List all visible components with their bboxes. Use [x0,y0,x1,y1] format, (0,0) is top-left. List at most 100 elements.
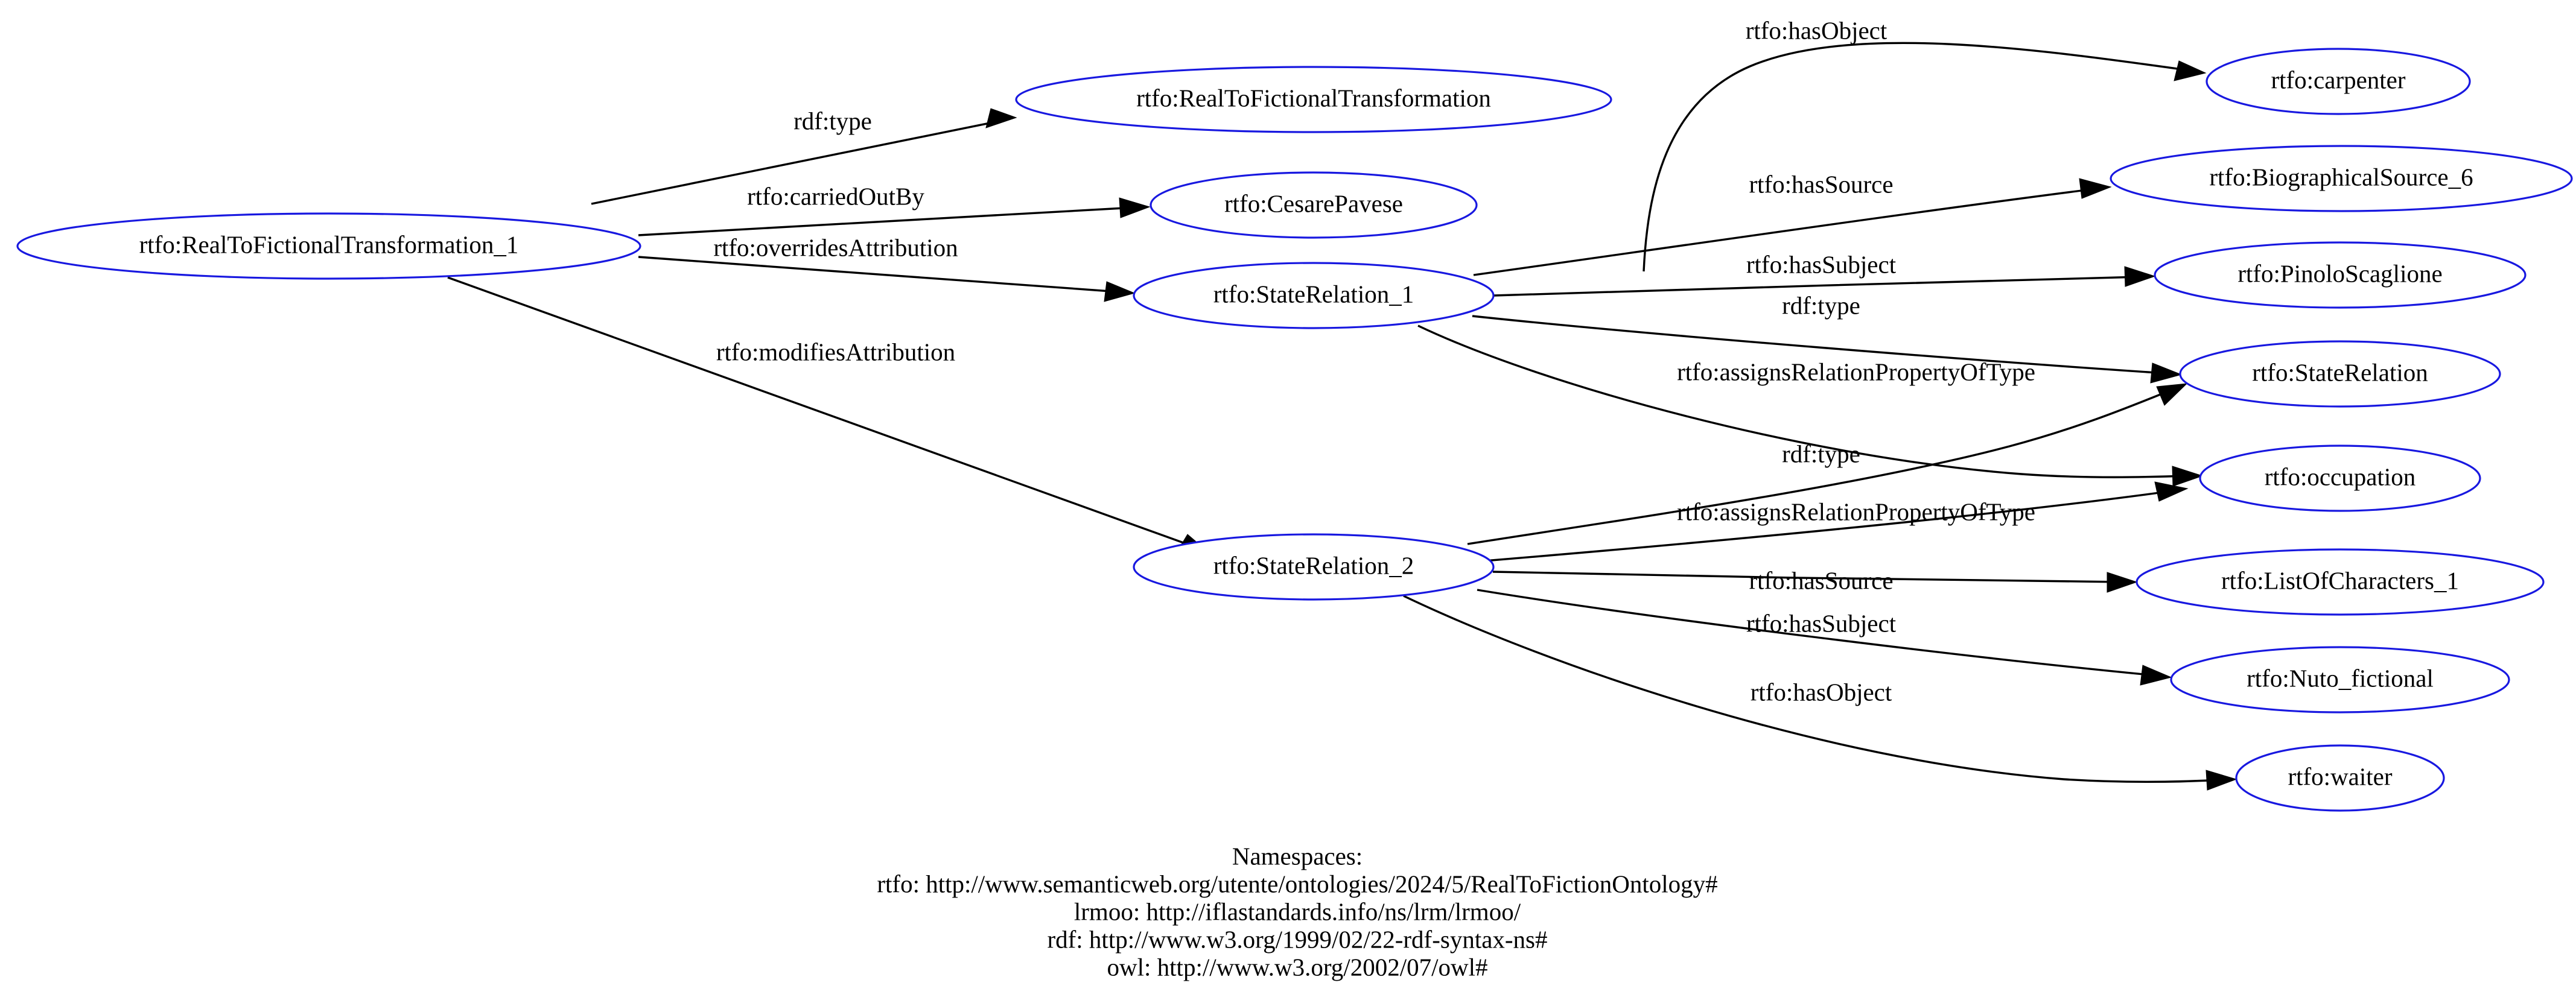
node-ellipse [2110,145,2573,212]
node-label: rtfo:BiographicalSource_6 [2209,163,2473,191]
edge-label-rdf-type-state-relation-1: rdf:type [1782,291,1860,319]
edge-label-has-source-biographical: rtfo:hasSource [1749,170,1893,198]
node-real-to-fictional-transformation[interactable]: rtfo:RealToFictionalTransformation [1015,66,1612,133]
node-waiter[interactable]: rtfo:waiter [2235,744,2445,812]
edge-rdf-type-transformation[interactable] [591,108,1017,205]
node-real-to-fictional-transformation-1[interactable]: rtfo:RealToFictionalTransformation_1 [16,212,641,280]
arrowhead-icon [2172,466,2204,487]
node-carpenter[interactable]: rtfo:carpenter [2206,48,2471,115]
edge-path [1484,490,2173,562]
node-label: rtfo:RealToFictionalTransformation [1136,84,1491,112]
edge-assigns-relation-property-2[interactable] [1484,481,2189,562]
edge-label-has-subject-nuto: rtfo:hasSubject [1746,609,1897,637]
node-label: rtfo:StateRelation_2 [1213,551,1414,579]
node-cesare-pavese[interactable]: rtfo:CesarePavese [1150,171,1478,239]
edge-path [1403,595,2222,783]
edge-has-source-biographical[interactable] [1473,178,2112,276]
edge-overrides-attribution[interactable] [638,256,1136,302]
edge-path [638,206,1135,236]
edge-rdf-type-state-relation-2[interactable] [1467,383,2188,545]
node-label: rtfo:carpenter [2271,66,2405,93]
edge-label-assigns-relation-property-1: rtfo:assignsRelationPropertyOfType [1677,358,2035,385]
edge-has-subject-nuto[interactable] [1477,589,2172,686]
namespace-line-rdf: rdf: http://www.w3.org/1999/02/22-rdf-sy… [1047,925,1547,953]
edge-path [1473,188,2096,276]
node-ellipse [1015,66,1612,133]
node-nuto-fictional[interactable]: rtfo:Nuto_fictional [2170,646,2510,713]
edge-path [591,119,1002,205]
node-pinolo-scaglione[interactable]: rtfo:PinoloScaglione [2154,241,2527,309]
node-ellipse [2179,340,2501,408]
namespaces-footer: Namespaces: rtfo: http://www.semanticweb… [877,842,1717,981]
edge-label-has-object-waiter: rtfo:hasObject [1751,678,1892,706]
node-layer: rtfo:RealToFictionalTransformation_1 rtf… [16,48,2573,812]
arrowhead-icon [2150,362,2183,384]
edge-label-layer: rdf:type rtfo:carriedOutBy rtfo:override… [713,16,2035,706]
node-occupation[interactable]: rtfo:occupation [2199,445,2481,512]
arrowhead-icon [2174,60,2207,81]
edge-path [1492,571,2122,583]
node-label: rtfo:RealToFictionalTransformation_1 [139,230,519,258]
node-biographical-source-6[interactable]: rtfo:BiographicalSource_6 [2110,145,2573,212]
edge-path [1472,315,2167,375]
node-ellipse [1133,262,1495,329]
node-ellipse [2206,48,2471,115]
node-state-relation-class[interactable]: rtfo:StateRelation [2179,340,2501,408]
edge-path [1417,324,2188,478]
arrowhead-icon [2156,383,2188,406]
node-state-relation-1[interactable]: rtfo:StateRelation_1 [1133,262,1495,329]
node-ellipse [1150,171,1478,239]
node-label: rtfo:waiter [2288,762,2392,790]
edge-path [447,276,1194,548]
edge-label-has-object-carpenter: rtfo:hasObject [1746,16,1887,44]
edge-path [1467,388,2173,545]
edge-has-source-list-of-characters[interactable] [1492,571,2138,593]
node-ellipse [2154,241,2527,309]
edge-label-carried-out-by: rtfo:carriedOutBy [747,182,924,210]
edge-rdf-type-state-relation-1[interactable] [1472,315,2183,384]
edge-label-has-source-list-of-characters: rtfo:hasSource [1749,566,1893,594]
node-label: rtfo:PinoloScaglione [2237,259,2442,287]
node-list-of-characters-1[interactable]: rtfo:ListOfCharacters_1 [2136,548,2545,616]
edge-path [1493,276,2140,297]
node-ellipse [2199,445,2481,512]
arrowhead-icon [2079,178,2112,199]
node-label: rtfo:StateRelation_1 [1213,280,1414,308]
edge-label-overrides-attribution: rtfo:overridesAttribution [713,233,958,261]
namespace-line-lrmoo: lrmoo: http://iflastandards.info/ns/lrm/… [1074,897,1521,925]
edge-has-object-carpenter[interactable] [1643,42,2207,272]
edge-label-rdf-type-transformation: rdf:type [793,107,872,134]
edge-carried-out-by[interactable] [638,197,1151,236]
edge-assigns-relation-property-1[interactable] [1417,324,2204,487]
node-ellipse [2136,548,2545,616]
node-ellipse [16,212,641,280]
arrowhead-icon [1119,197,1151,218]
arrowhead-icon [2140,665,2172,686]
node-label: rtfo:StateRelation [2252,358,2428,386]
node-ellipse [2235,744,2445,812]
edge-label-assigns-relation-property-2: rtfo:assignsRelationPropertyOfType [1677,498,2035,525]
arrowhead-icon [2154,481,2189,502]
edge-path [1643,42,2191,272]
arrowhead-icon [2206,770,2237,791]
node-label: rtfo:ListOfCharacters_1 [2221,566,2459,594]
namespace-line-owl: owl: http://www.w3.org/2002/07/owl# [1107,953,1488,981]
edge-has-object-waiter[interactable] [1403,595,2237,791]
arrowhead-icon [2124,266,2156,287]
node-state-relation-2[interactable]: rtfo:StateRelation_2 [1133,533,1495,601]
namespace-line-rtfo: rtfo: http://www.semanticweb.org/utente/… [877,870,1717,897]
edge-label-rdf-type-state-relation-2: rdf:type [1782,440,1860,467]
node-label: rtfo:Nuto_fictional [2247,664,2434,692]
node-label: rtfo:occupation [2265,463,2415,490]
namespaces-heading: Namespaces: [1232,842,1363,870]
arrowhead-icon [2107,572,2138,593]
edge-has-subject-pinolo[interactable] [1493,266,2156,297]
edge-label-modifies-attribution: rtfo:modifiesAttribution [716,338,955,365]
edge-path [1477,589,2157,677]
node-label: rtfo:CesarePavese [1224,189,1403,217]
arrowhead-icon [985,108,1017,128]
edge-path [638,256,1120,293]
arrowhead-icon [1104,281,1136,302]
